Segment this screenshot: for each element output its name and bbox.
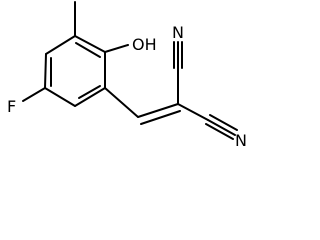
benzene-ring <box>44 35 106 107</box>
ring-bond-c2-c3 <box>45 35 76 55</box>
ring-bond-c4-c5 <box>44 87 76 107</box>
alkene-double-line <box>140 110 181 125</box>
chemical-structure-diagram: OH F N N <box>7 1 247 150</box>
lower-nitrile-link-bond <box>177 103 209 121</box>
ring-inner-double-bond-1 <box>75 42 101 58</box>
alkene-bond <box>137 103 179 118</box>
fluoro-bond <box>22 87 46 102</box>
lower-nitrile-triple-bond-2 <box>209 114 238 131</box>
lower-nitrile-triple-bond-3 <box>205 123 234 140</box>
hydroxyl-label: OH <box>132 35 157 54</box>
ring-bond-c5-c6 <box>74 87 106 107</box>
lower-nitrile-triple-bond-1 <box>207 119 236 136</box>
nitrile-nitrogen-top-label: N <box>172 23 184 42</box>
vinyl-bond <box>104 87 139 118</box>
ring-bond-c1-c2 <box>74 35 106 53</box>
fluorine-label: F <box>7 97 16 116</box>
ring-inner-double-bond-3 <box>78 85 101 99</box>
nitrile-nitrogen-bottom-label: N <box>235 131 247 150</box>
hydroxyl-bond <box>104 44 129 53</box>
ring-bond-c3-c4 <box>44 53 47 89</box>
